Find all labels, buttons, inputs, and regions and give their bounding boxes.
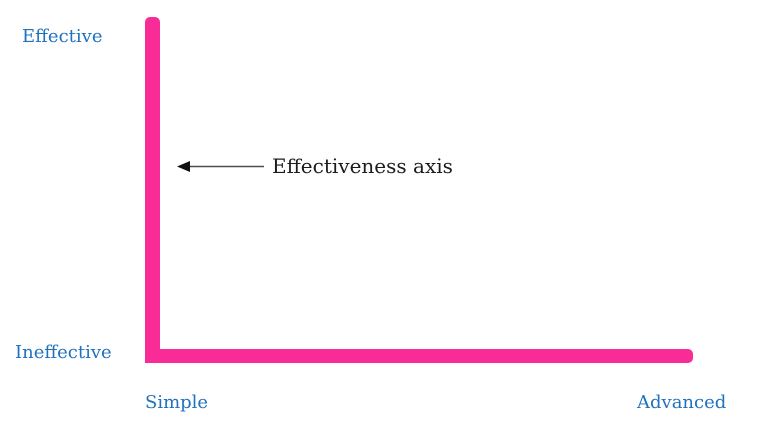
label-advanced: Advanced [637, 392, 727, 413]
label-effective: Effective [22, 26, 103, 47]
axis-annotation-label: Effectiveness axis [272, 154, 453, 178]
left-arrow-icon [177, 161, 264, 172]
label-simple: Simple [145, 392, 209, 413]
label-ineffective: Ineffective [15, 342, 112, 363]
horizontal-axis-simplicity [145, 349, 693, 363]
vertical-axis-effectiveness [145, 17, 160, 363]
